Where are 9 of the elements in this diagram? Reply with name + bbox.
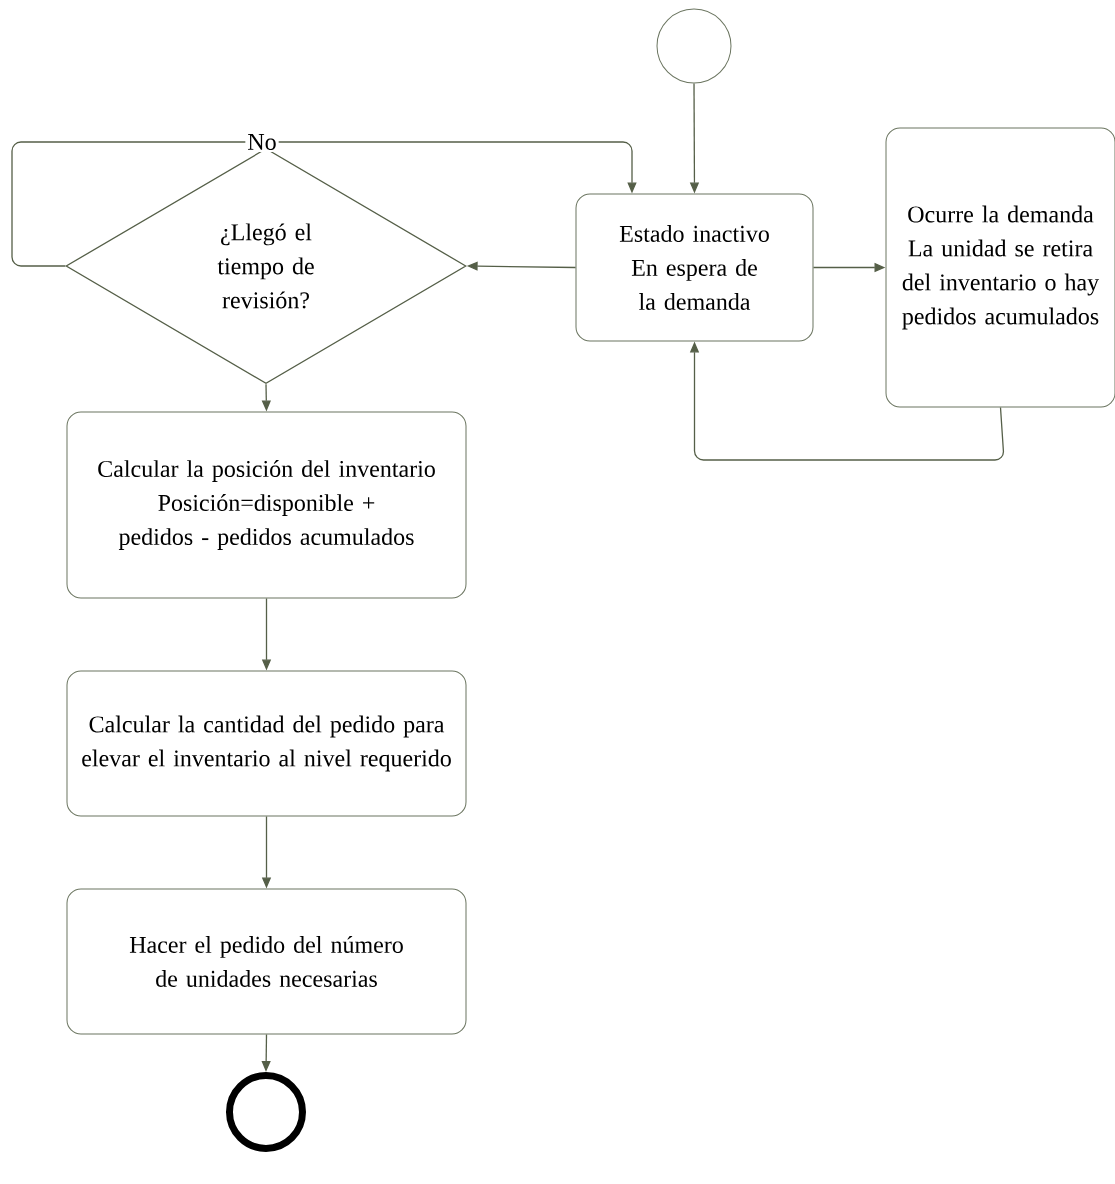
process-box: Estado inactivo En espera de la demanda [575,193,814,342]
start-circle [656,8,732,84]
process-box: Calcular la cantidad del pedido para elevar el inventario al nivel requerido [66,670,467,817]
process-box: Calcular la posición del inventario Posición=disponible + pedidos - pedidos acumulados [66,411,467,599]
edge-label: No [245,132,279,152]
arrow [11,141,637,267]
end-circle [226,1072,306,1152]
process-box: Hacer el pedido del número de unidades necesarias [66,888,467,1035]
process-box: Ocurre la demanda La unidad se retira del inventario o hay pedidos acumulados [885,127,1115,408]
